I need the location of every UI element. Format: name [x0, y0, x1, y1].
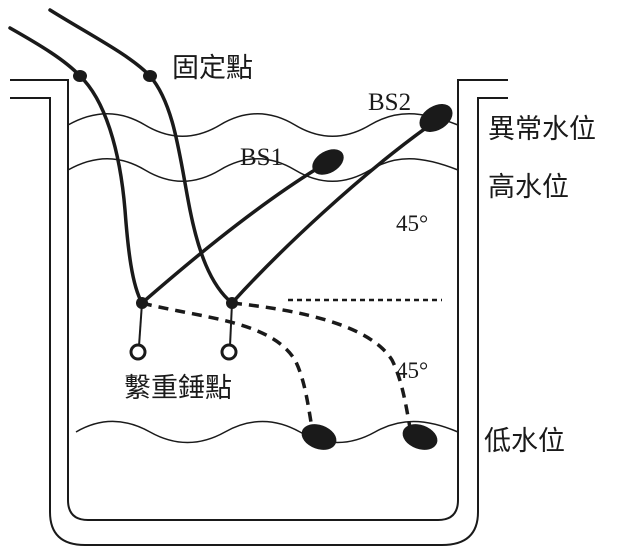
float-bs1-lower	[301, 424, 337, 450]
low-water-level-label: 低水位	[484, 426, 565, 457]
cables-lower	[141, 301, 412, 429]
weight-ring-left	[129, 343, 147, 361]
low-water-line	[75, 420, 459, 444]
weight-ring-right	[220, 343, 238, 361]
floats-upper	[312, 104, 453, 175]
fixed-points	[73, 70, 157, 82]
weight-string-left	[138, 302, 143, 347]
fixed-point-label: 固定點	[172, 53, 253, 84]
cable-left-from-top	[8, 26, 144, 305]
weight-points	[129, 297, 238, 361]
abnormal-water-level-label: 異常水位	[488, 114, 596, 145]
cable-bs1-upper	[140, 166, 320, 305]
bs1-label: BS1	[240, 144, 283, 171]
fixed-point-dot-right	[143, 70, 157, 82]
weight-string-right	[229, 302, 233, 347]
bs2-label: BS2	[368, 89, 411, 116]
float-bs1-upper	[312, 149, 344, 175]
float-bs2-upper	[419, 104, 453, 132]
cables-upper	[8, 8, 432, 305]
angle-upper-label: 45°	[396, 211, 428, 236]
floats-lower	[301, 424, 438, 450]
fixed-point-dot-left	[73, 70, 87, 82]
abnormal-water-line	[67, 113, 459, 137]
tank-inner-wall	[10, 79, 508, 521]
cable-right-from-top	[48, 8, 234, 305]
high-water-level-label: 高水位	[488, 172, 569, 203]
cable-bs1-lower	[141, 301, 314, 429]
angle-lower-label: 45°	[396, 358, 428, 383]
tank-outer-wall	[10, 97, 508, 546]
float-bs2-lower	[402, 424, 438, 450]
weight-point-label: 繫重錘點	[124, 373, 232, 404]
tank	[10, 79, 508, 546]
cable-bs2-lower	[231, 301, 412, 429]
cable-bs2-upper	[230, 123, 432, 305]
